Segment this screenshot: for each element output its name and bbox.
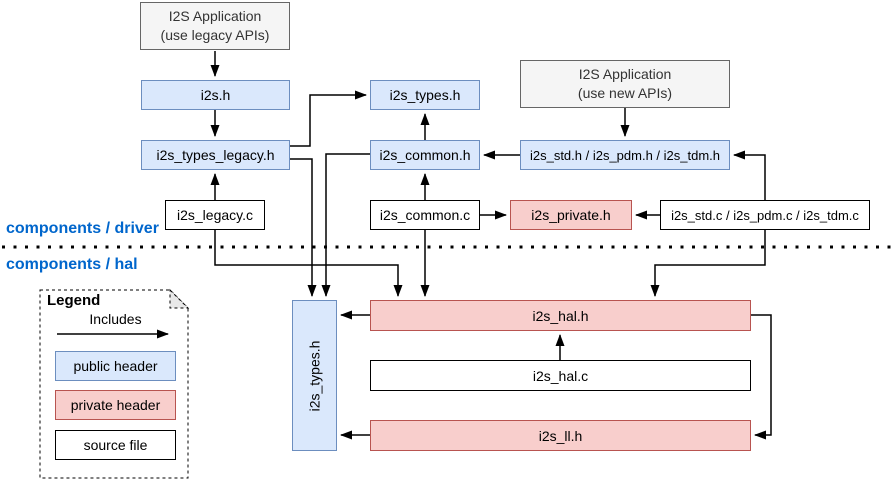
edge-i2s-std-pdm-tdm-c-to-i2s-std-pdm-tdm-h	[733, 150, 766, 200]
legend-public-header-swatch: public header	[55, 351, 176, 381]
edge-i2s-types-legacy-h-to-i2s-types-h	[290, 90, 367, 147]
node-i2s-private-h: i2s_private.h	[510, 200, 632, 230]
node-label: i2s_types.h	[306, 340, 323, 411]
node-label: i2s_ll.h	[538, 427, 583, 444]
node-i2s-std-pdm-tdm-h: i2s_std.h / i2s_pdm.h / i2s_tdm.h	[520, 140, 730, 170]
node-i2s-hal-c: i2s_hal.c	[370, 360, 751, 391]
app-legacy-line1: I2S Application	[168, 8, 262, 25]
node-i2s-ll-h: i2s_ll.h	[370, 420, 751, 451]
node-label: i2s_legacy.c	[176, 207, 253, 223]
node-i2s-application-legacy: I2S Application (use legacy APIs)	[140, 2, 290, 50]
section-label-hal: components / hal	[6, 256, 138, 273]
app-new-line1: I2S Application	[578, 66, 672, 83]
node-i2s-common-h: i2s_common.h	[370, 140, 480, 170]
node-i2s-std-pdm-tdm-c: i2s_std.c / i2s_pdm.c / i2s_tdm.c	[660, 200, 870, 230]
node-label: i2s_common.h	[379, 147, 471, 163]
edge-i2s-legacy-c-to-i2s-hal-h	[214, 230, 403, 297]
edge-i2s-std-pdm-tdm-c-to-i2s-hal-h	[650, 230, 766, 297]
node-label: i2s.h	[200, 87, 231, 103]
legend-title: Legend	[47, 292, 101, 309]
legend-item-label: source file	[83, 437, 148, 453]
node-i2s-h: i2s.h	[141, 80, 290, 110]
node-label: i2s_hal.c	[532, 367, 589, 384]
legend-item-label: private header	[70, 397, 161, 413]
node-label: i2s_common.c	[379, 207, 471, 223]
legend-fold-icon	[169, 288, 190, 309]
node-label: i2s_types_legacy.h	[156, 147, 275, 163]
node-i2s-types-h-driver: i2s_types.h	[370, 80, 480, 110]
edge-i2s-common-h-to-i2s-types-h-hal	[321, 153, 370, 297]
node-i2s-hal-h: i2s_hal.h	[370, 300, 751, 331]
app-new-line2: (use new APIs)	[577, 85, 673, 101]
node-i2s-types-h-hal: i2s_types.h	[292, 300, 337, 451]
edge-i2s-hal-h-to-i2s-ll-h	[751, 314, 772, 440]
edge-i2s-types-legacy-h-to-i2s-types-h-hal	[290, 158, 317, 297]
node-label: i2s_private.h	[531, 207, 611, 223]
app-legacy-line2: (use legacy APIs)	[160, 27, 270, 43]
legend-source-file-swatch: source file	[55, 430, 176, 460]
section-label-driver: components / driver	[6, 220, 159, 237]
legend-item-label: public header	[73, 358, 158, 374]
node-label: i2s_std.h / i2s_pdm.h / i2s_tdm.h	[529, 147, 721, 163]
node-i2s-common-c: i2s_common.c	[370, 200, 480, 230]
node-label: i2s_std.c / i2s_pdm.c / i2s_tdm.c	[671, 207, 859, 223]
legend-private-header-swatch: private header	[55, 390, 176, 420]
node-label: i2s_hal.h	[532, 307, 589, 324]
node-i2s-types-legacy-h: i2s_types_legacy.h	[141, 140, 290, 170]
node-i2s-legacy-c: i2s_legacy.c	[165, 200, 265, 230]
legend-includes-label: Includes	[89, 311, 142, 327]
node-label: i2s_types.h	[389, 87, 461, 103]
node-i2s-application-new: I2S Application (use new APIs)	[520, 60, 730, 108]
